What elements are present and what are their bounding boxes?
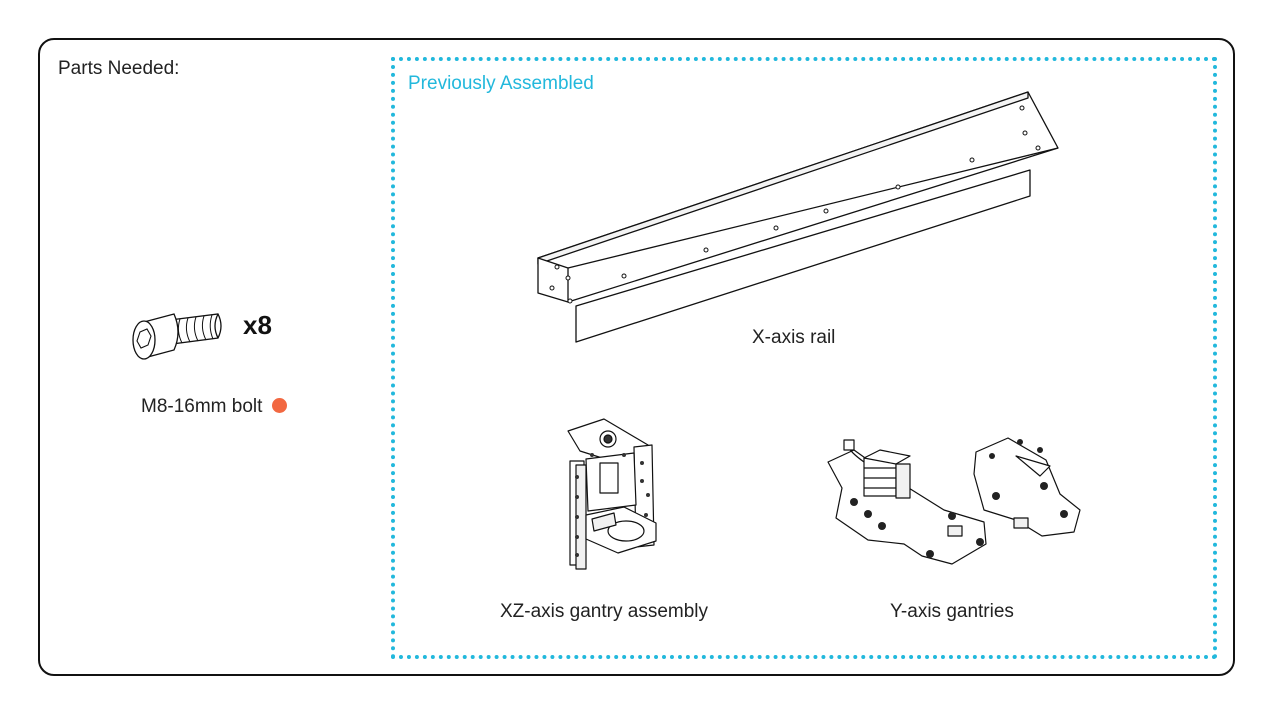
parts-needed-title: Parts Needed: [58,58,180,79]
previously-assembled-box [391,57,1217,659]
x-axis-rail-illustration [537,91,1059,343]
x-axis-rail-label: X-axis rail [752,327,836,348]
y-gantries-label: Y-axis gantries [890,601,1014,622]
bolt-label: M8-16mm bolt [141,396,263,417]
xz-gantry-illustration [567,418,657,570]
bolt-label-row: M8-16mm bolt [141,396,288,418]
xz-gantry-label: XZ-axis gantry assembly [500,601,709,622]
previously-assembled-title: Previously Assembled [408,73,594,94]
orange-marker-dot [272,398,288,413]
step-panel [38,38,1235,676]
y-gantries-illustration [827,437,1081,565]
m8-bolt-icon [132,313,222,360]
bolt-quantity: x8 [243,310,272,340]
